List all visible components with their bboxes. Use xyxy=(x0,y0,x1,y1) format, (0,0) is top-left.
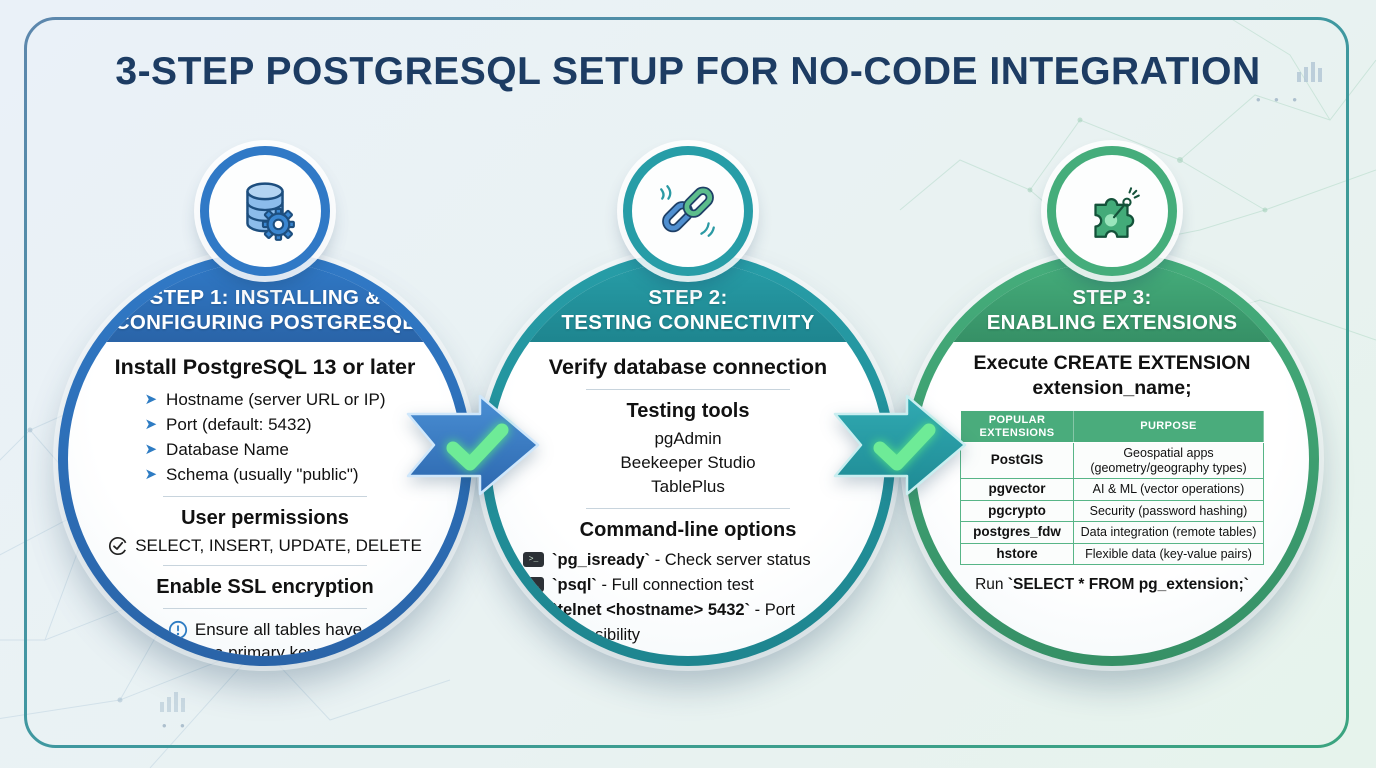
config-bullet-list: ➤ Hostname (server URL or IP) ➤ Port (defa… xyxy=(144,387,385,487)
table-header-row: POPULAR EXTENSIONS PURPOSE xyxy=(960,410,1264,443)
run-command: `SELECT * FROM pg_extension;` xyxy=(1007,576,1249,593)
divider xyxy=(585,389,791,390)
run-command-line: Run `SELECT * FROM pg_extension;` xyxy=(947,576,1277,594)
step1-header-line2: CONFIGURING POSTGRESQL xyxy=(114,311,416,334)
command-row: >_ `psql` - Full connection test xyxy=(523,573,853,598)
divider xyxy=(585,508,791,509)
step1-content: Install PostgreSQL 13 or later ➤ Hostname… xyxy=(100,342,430,656)
dots-decoration: • • xyxy=(162,718,190,733)
terminal-icon: >_ xyxy=(523,552,544,567)
step3-header-line2: ENABLING EXTENSIONS xyxy=(986,311,1238,334)
exec-line1: Execute CREATE EXTENSION xyxy=(973,352,1251,374)
command-text: `pg_isready` - Check server status xyxy=(552,551,811,569)
step2-header-line1: STEP 2: xyxy=(648,286,728,309)
bullet-text: Database Name xyxy=(166,440,289,459)
permissions-line: SELECT, INSERT, UPDATE, DELETE xyxy=(100,536,430,556)
database-gear-icon xyxy=(246,182,295,241)
arrow-bullet-icon: ➤ xyxy=(144,416,158,433)
note-text: a primary key xyxy=(213,643,317,656)
note-text: Ensure all tables have xyxy=(194,620,363,639)
divider xyxy=(162,565,368,566)
step2-header-line2: TESTING CONNECTIVITY xyxy=(561,311,815,334)
command-text: `psql` - Full connection test xyxy=(552,576,754,594)
bullet-text: Port (default: 5432) xyxy=(166,415,312,434)
bar-chart-icon xyxy=(160,692,185,712)
list-item: ➤ Port (default: 5432) xyxy=(144,412,385,437)
section-title: Execute CREATE EXTENSION extension_name; xyxy=(947,351,1277,401)
alert-circle-icon xyxy=(168,620,187,639)
list-item: pgAdmin xyxy=(654,429,722,448)
dots-decoration: • • • xyxy=(1256,92,1302,107)
bullet-text: Hostname (server URL or IP) xyxy=(166,390,386,409)
check-circle-icon xyxy=(109,536,128,556)
bullet-text: Schema (usually "public") xyxy=(166,465,359,484)
terminal-icon: >_ xyxy=(523,602,544,617)
command-list: >_ `pg_isready` - Check server status >_… xyxy=(523,548,853,648)
arrow-bullet-icon: ➤ xyxy=(144,466,158,483)
command-row: >_ `pg_isready` - Check server status xyxy=(523,548,853,573)
step2-content: Verify database connection Testing tools… xyxy=(523,342,853,656)
arrow-step1-to-step2 xyxy=(406,394,540,496)
section-title: Testing tools xyxy=(626,400,750,422)
list-item: ➤ Database Name xyxy=(144,437,385,462)
list-item: TablePlus xyxy=(651,477,725,496)
step1-panel: STEP 1: INSTALLING & CONFIGURING POSTGRE… xyxy=(68,262,462,656)
step2-panel: STEP 2: TESTING CONNECTIVITY Verify data… xyxy=(491,262,885,656)
step3-content: Execute CREATE EXTENSION extension_name;… xyxy=(947,342,1277,656)
arrow-step2-to-step3 xyxy=(833,394,967,496)
step1-badge xyxy=(200,146,330,276)
testing-tools-list: pgAdmin Beekeeper Studio TablePlus xyxy=(523,427,853,499)
arrow-bullet-icon: ➤ xyxy=(144,441,158,458)
list-item: ➤ Hostname (server URL or IP) xyxy=(144,387,385,412)
list-item: ➤ Schema (usually "public") xyxy=(144,462,385,487)
step3-badge xyxy=(1047,146,1177,276)
divider xyxy=(162,496,368,497)
run-prefix: Run xyxy=(975,576,1008,593)
puzzle-piece-icon xyxy=(1094,187,1140,238)
section-title: Enable SSL encryption xyxy=(156,576,374,598)
exec-line2: extension_name; xyxy=(1032,377,1192,399)
section-title: Verify database connection xyxy=(548,355,828,379)
chain-link-icon xyxy=(660,185,715,237)
step3-header-line1: STEP 3: xyxy=(1072,286,1152,309)
section-title: Install PostgreSQL 13 or later xyxy=(114,355,416,379)
command-row: >_ `telnet <hostname> 5432` - Port acces… xyxy=(523,598,853,648)
arrow-bullet-icon: ➤ xyxy=(144,391,158,408)
page-title: 3-STEP POSTGRESQL SETUP FOR NO-CODE INTE… xyxy=(115,50,1261,93)
command-text: `telnet <hostname> 5432` - Port accessib… xyxy=(552,601,796,644)
step2-badge xyxy=(623,146,753,276)
permissions-text: SELECT, INSERT, UPDATE, DELETE xyxy=(135,536,422,555)
section-title: Command-line options xyxy=(579,519,797,541)
section-title: User permissions xyxy=(181,507,349,529)
column-header: PURPOSE xyxy=(1073,410,1264,443)
primary-key-note: Ensure all tables have xyxy=(100,618,430,641)
list-item: Beekeeper Studio xyxy=(620,453,756,472)
terminal-icon: >_ xyxy=(523,577,544,592)
step1-header-line1: STEP 1: INSTALLING & xyxy=(149,286,381,309)
column-header: POPULAR EXTENSIONS xyxy=(960,410,1074,443)
divider xyxy=(162,608,368,609)
step3-panel: STEP 3: ENABLING EXTENSIONS Execute CREA… xyxy=(915,262,1309,656)
